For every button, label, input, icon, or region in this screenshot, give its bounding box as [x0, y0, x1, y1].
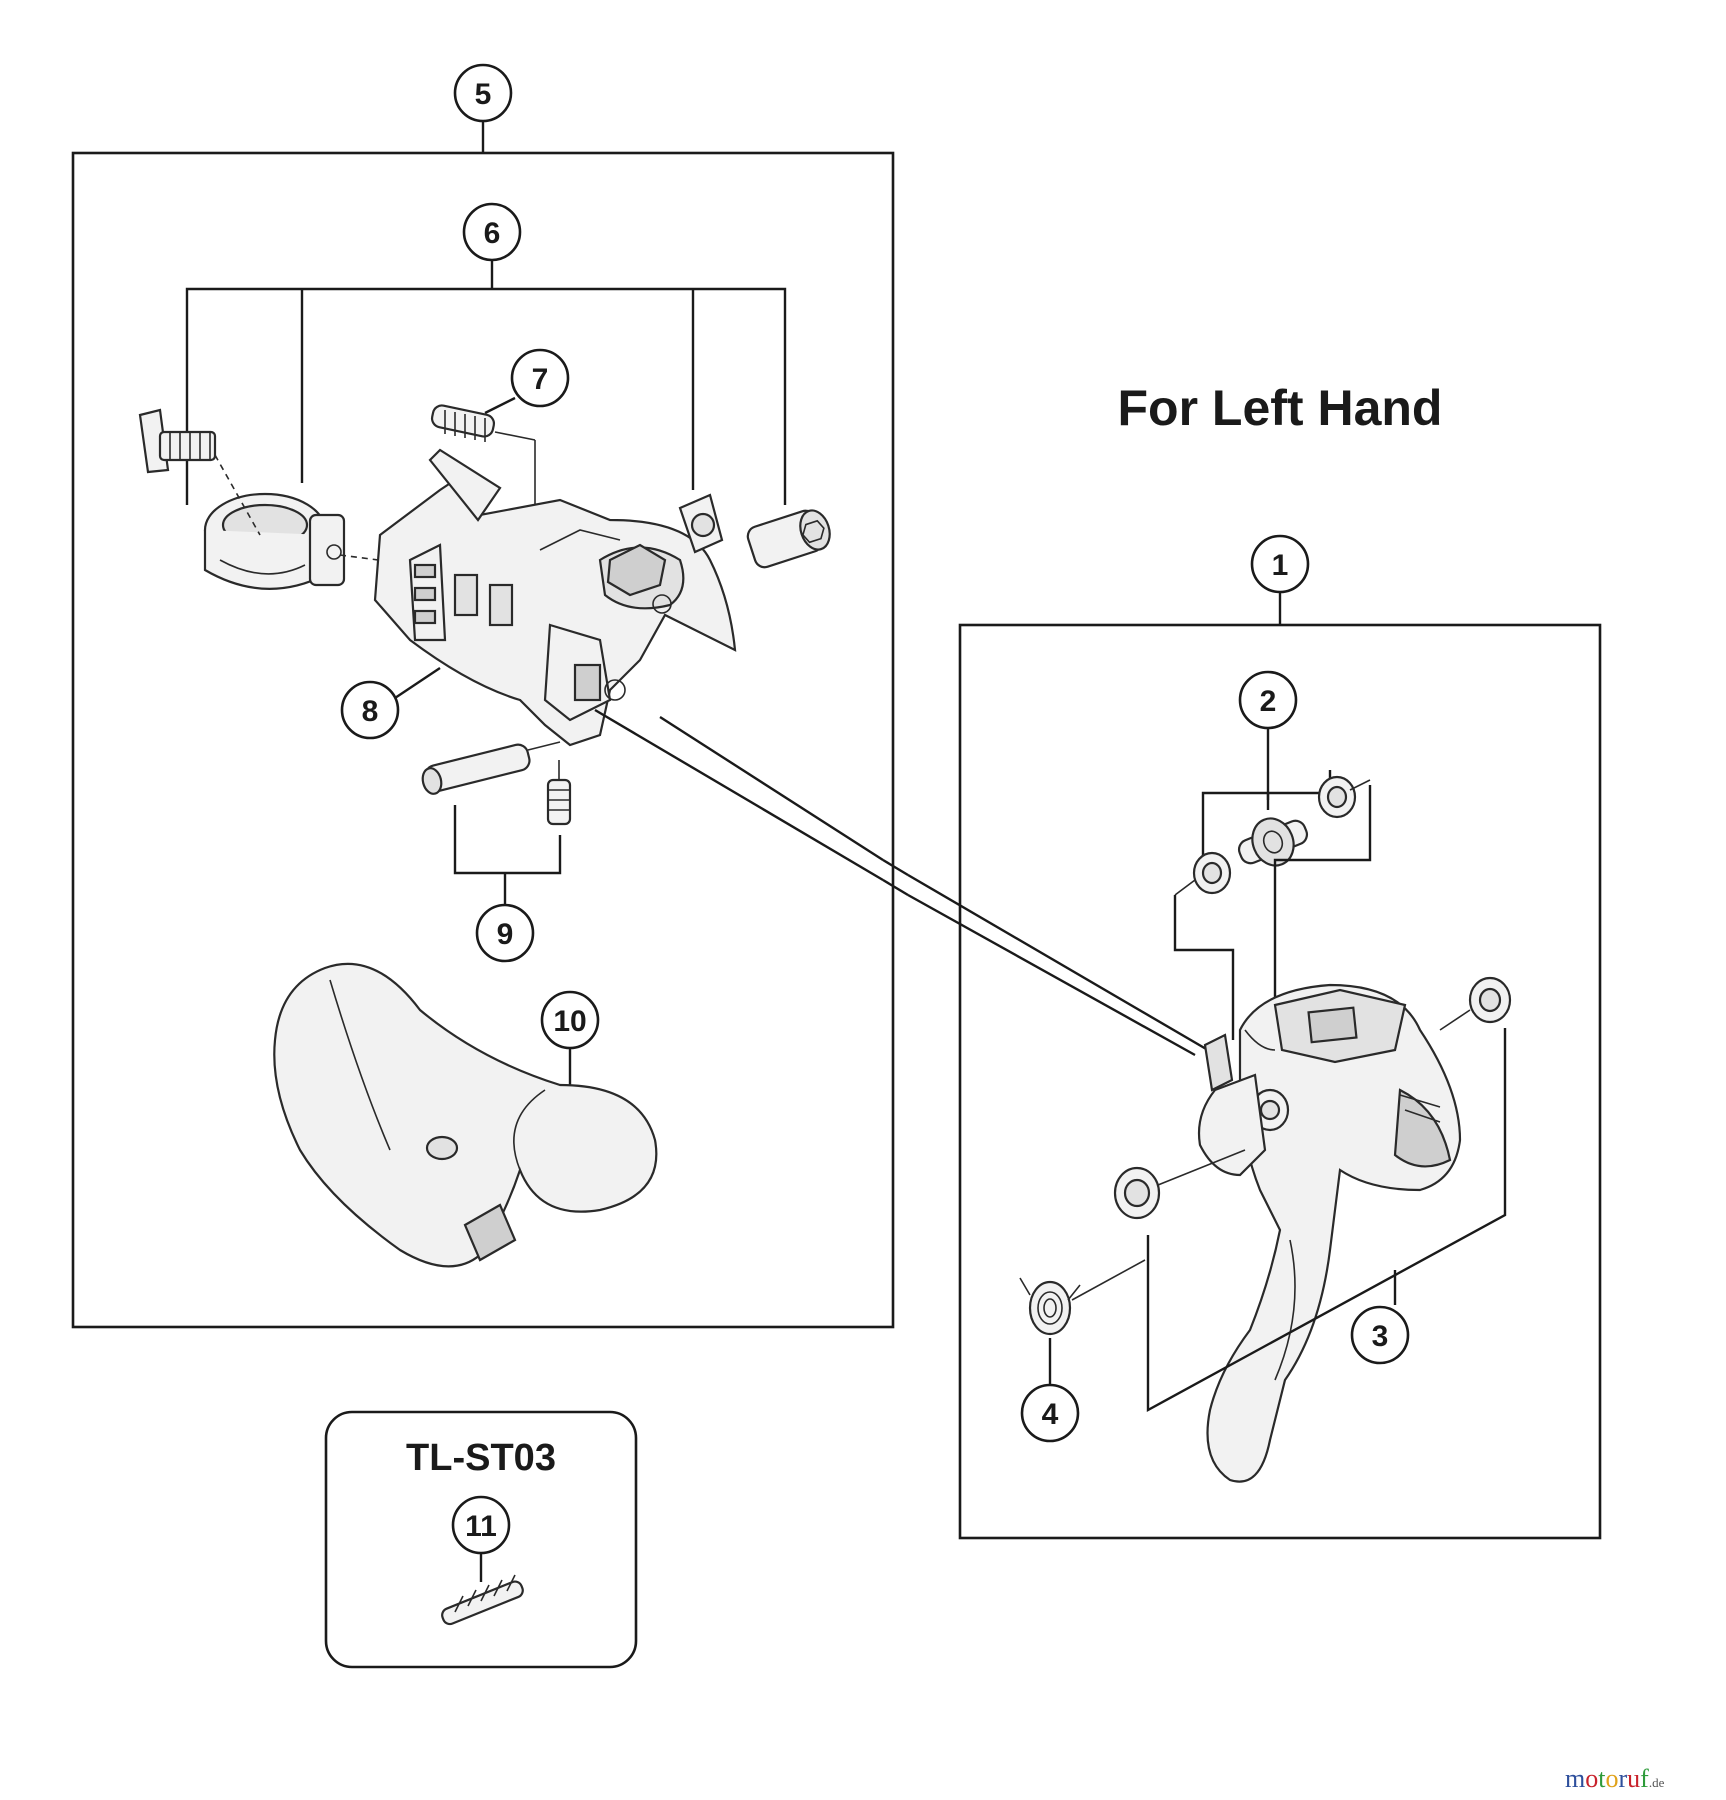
pivot-bushing-part [1468, 976, 1512, 1024]
svg-text:11: 11 [465, 1510, 497, 1543]
callout-5: 5 [453, 63, 513, 123]
callout-11: 11 [451, 1495, 511, 1555]
bushing-part [1317, 775, 1357, 819]
tool-box-label: TL-ST03 [406, 1437, 556, 1479]
svg-text:10: 10 [553, 1005, 586, 1038]
cap-bolt-part [746, 509, 831, 569]
pin-punch-part [441, 1574, 524, 1626]
clamp-bolt-part [138, 408, 217, 474]
callout-4: 4 [1020, 1383, 1080, 1443]
callout-7: 7 [510, 348, 570, 408]
bushing-part [1192, 851, 1232, 895]
tool-box [324, 1410, 638, 1669]
svg-text:9: 9 [497, 918, 514, 951]
set-screw-part [546, 778, 572, 826]
callout-10: 10 [540, 990, 600, 1050]
bracket-body-part [373, 448, 737, 747]
svg-text:8: 8 [362, 695, 379, 728]
svg-text:6: 6 [484, 217, 501, 250]
callout-1: 1 [1250, 534, 1310, 594]
diagram-heading: For Left Hand [1118, 380, 1443, 436]
callout-3: 3 [1350, 1305, 1410, 1365]
washer-part [678, 493, 724, 554]
adjusting-spring-part [430, 404, 496, 442]
bracket-cover-part [273, 962, 658, 1268]
shift-lever-unit-part [1197, 983, 1462, 1483]
roller-part [1237, 817, 1309, 867]
callout-9: 9 [475, 903, 535, 963]
callout-8: 8 [340, 680, 400, 740]
svg-text:3: 3 [1372, 1320, 1389, 1353]
svg-text:1: 1 [1272, 549, 1289, 582]
pivot-pin-part [421, 743, 531, 795]
callout-2: 2 [1238, 670, 1298, 730]
clamp-band-part [203, 492, 346, 590]
return-spring-part [1019, 1277, 1081, 1336]
svg-text:7: 7 [532, 363, 549, 396]
callout-6: 6 [462, 202, 522, 262]
lever-washer-part [1113, 1166, 1161, 1220]
svg-text:5: 5 [475, 78, 492, 111]
svg-text:2: 2 [1260, 685, 1277, 718]
svg-text:4: 4 [1042, 1398, 1059, 1431]
watermark-logo: motoruf.de [1565, 1764, 1665, 1793]
